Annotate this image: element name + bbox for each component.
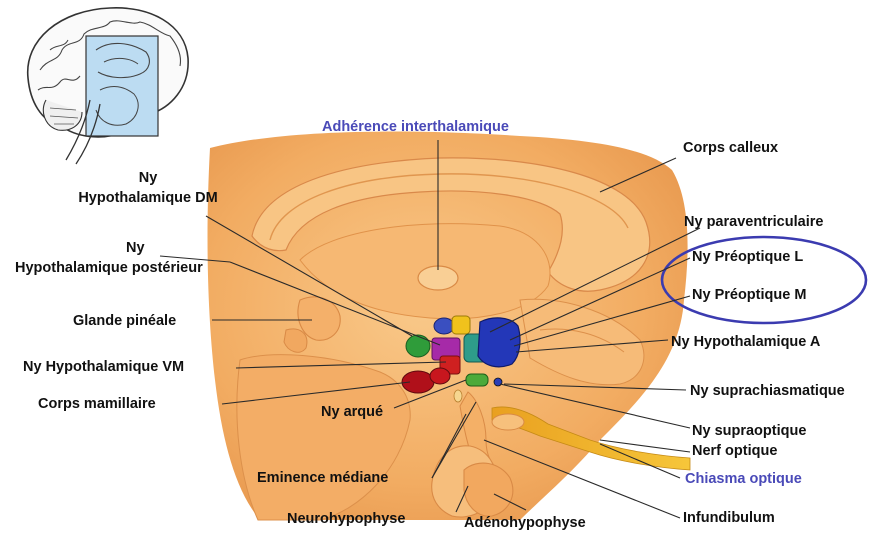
label-nerf-optique: Nerf optique xyxy=(692,443,777,460)
label-chiasma-optique: Chiasma optique xyxy=(685,471,802,488)
label-ny-hypo-a: Ny Hypothalamique A xyxy=(671,334,820,351)
nucleus-dm xyxy=(406,335,430,357)
inset-highlight-box xyxy=(86,36,158,136)
label-eminence-mediane: Eminence médiane xyxy=(257,470,388,487)
label-ny-supraoptique: Ny supraoptique xyxy=(692,423,806,440)
label-ny-suprachiasmatique: Ny suprachiasmatique xyxy=(690,383,845,400)
nucleus-preoptic xyxy=(478,318,520,367)
label-infundibulum: Infundibulum xyxy=(683,510,775,527)
label-ny-hypo-dm-line1: Ny xyxy=(48,170,248,187)
label-ny-hypo-vm: Ny Hypothalamique VM xyxy=(23,359,184,376)
nucleus-suprachiasmatic xyxy=(494,378,502,386)
nucleus-arcuate xyxy=(466,374,488,386)
brain-inset xyxy=(28,8,188,164)
label-ny-preoptique-l: Ny Préoptique L xyxy=(692,249,803,266)
label-glande-pineale: Glande pinéale xyxy=(73,313,176,330)
label-ny-preoptique-m: Ny Préoptique M xyxy=(692,287,806,304)
label-ny-hypo-post-line2: Hypothalamique postérieur xyxy=(15,260,203,277)
label-corps-mamillaire: Corps mamillaire xyxy=(38,396,156,413)
label-neurohypophyse: Neurohypophyse xyxy=(287,511,405,528)
nucleus-yellow xyxy=(452,316,470,334)
label-ny-hypo-dm-line2: Hypothalamique DM xyxy=(48,190,248,207)
nucleus-small-blue xyxy=(434,318,454,334)
label-adherence-interthalamique: Adhérence interthalamique xyxy=(322,119,509,136)
label-ny-arque: Ny arqué xyxy=(321,404,383,421)
label-corps-calleux: Corps calleux xyxy=(683,140,778,157)
label-ny-paraventriculaire: Ny paraventriculaire xyxy=(684,214,823,231)
label-adenohypophyse: Adénohypophyse xyxy=(464,515,586,532)
label-ny-hypo-post-line1: Ny xyxy=(126,240,145,257)
